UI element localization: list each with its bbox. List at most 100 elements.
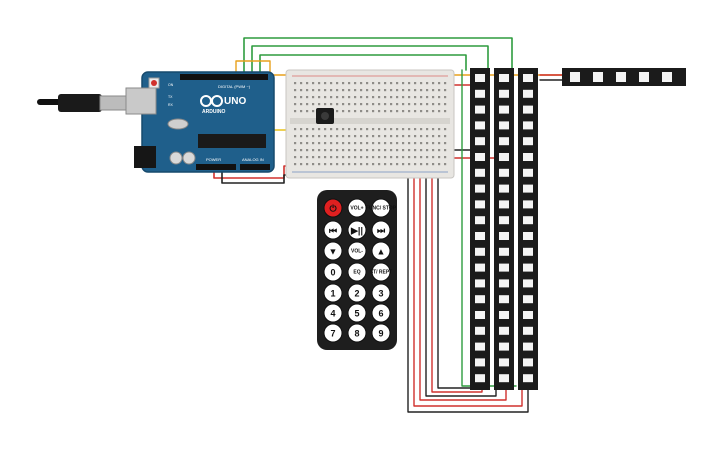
remote-button-label: ST/ REPT: [370, 270, 393, 276]
led-pixel: [523, 184, 533, 193]
arduino-uno-board[interactable]: UNO ARDUINO DIGITAL (PWM ~) POWER ANALOG…: [125, 71, 275, 173]
remote-button-power[interactable]: ⏻: [323, 198, 343, 218]
led-pixel: [499, 168, 509, 177]
down-icon: ▼: [329, 247, 338, 257]
remote-button-up[interactable]: ▲: [371, 241, 391, 261]
on-led-label: ON: [168, 83, 174, 87]
led-pixel: [499, 247, 509, 256]
ir-remote[interactable]: ⏻ VOL+FUNC/ STOP ⏮ ▶||⏭ ▼ VOL- ▲ 0 EQ ST/ REPT 1 2 3…: [317, 190, 397, 350]
led-pixel: [499, 358, 509, 367]
remote-button-3[interactable]: 3: [371, 283, 391, 303]
analog-header-label: ANALOG IN: [242, 157, 264, 162]
led-pixel: [475, 200, 485, 209]
led-pixel: [523, 121, 533, 130]
led-pixel: [475, 326, 485, 335]
power-icon: ⏻: [329, 204, 337, 214]
led-pixel: [475, 184, 485, 193]
led-strip-vertical-2[interactable]: [494, 68, 514, 390]
remote-button-4[interactable]: 4: [323, 303, 343, 323]
digital-header-label: DIGITAL (PWM ~): [218, 84, 251, 89]
remote-button-eq[interactable]: EQ: [347, 262, 367, 282]
remote-button-label: VOL-: [351, 249, 363, 255]
led-pixel: [499, 263, 509, 272]
arduino-logo: [200, 95, 223, 107]
loop-red-3: [431, 167, 483, 393]
led-pixel: [523, 153, 533, 161]
remote-button-label: EQ: [353, 270, 360, 276]
led-pixel: [475, 74, 485, 82]
remote-button-label: 7: [330, 329, 335, 339]
up-icon: ▲: [377, 247, 386, 257]
rx-led-label: RX: [168, 103, 174, 107]
board-model: UNO: [224, 96, 246, 107]
led-pixel: [499, 74, 509, 82]
remote-button-func-stop[interactable]: FUNC/ STOP: [366, 198, 397, 218]
loop-red-1: [413, 161, 523, 407]
led-pixel: [475, 153, 485, 161]
led-pixel: [499, 311, 509, 319]
remote-button-7[interactable]: 7: [323, 323, 343, 343]
remote-button-play-pause[interactable]: ▶||: [347, 220, 367, 240]
remote-button-vol-[interactable]: VOL-: [347, 241, 367, 261]
remote-button-label: 2: [354, 289, 359, 299]
led-pixel: [639, 72, 649, 82]
led-pixel: [523, 358, 533, 367]
remote-button-st-rept[interactable]: ST/ REPT: [370, 262, 393, 282]
remote-buttons: ⏻ VOL+FUNC/ STOP ⏮ ▶||⏭ ▼ VOL- ▲ 0 EQ ST/ REPT 1 2 3…: [323, 198, 397, 343]
remote-button-9[interactable]: 9: [371, 323, 391, 343]
led-pixel: [523, 89, 533, 98]
remote-button-0[interactable]: 0: [323, 262, 343, 282]
led-strip-vertical-3[interactable]: [518, 68, 538, 390]
remote-button-label: 9: [378, 329, 383, 339]
breadboard[interactable]: [285, 69, 455, 179]
remote-button-fast-forward[interactable]: ⏭: [371, 220, 391, 240]
remote-button-6[interactable]: 6: [371, 303, 391, 323]
led-pixel: [475, 168, 485, 177]
remote-button-label: VOL+: [350, 206, 363, 212]
led-pixel: [523, 263, 533, 272]
led-pixel: [475, 374, 485, 383]
remote-button-8[interactable]: 8: [347, 323, 367, 343]
led-pixel: [499, 374, 509, 383]
remote-button-rewind[interactable]: ⏮: [323, 220, 343, 240]
led-pixel: [523, 326, 533, 335]
led-pixel: [499, 342, 509, 351]
digital-header: [180, 74, 268, 80]
remote-button-5[interactable]: 5: [347, 303, 367, 323]
breadboard-holes: [294, 82, 447, 166]
led-pixel: [523, 74, 533, 82]
loop-black-1: [407, 159, 529, 413]
remote-button-1[interactable]: 1: [323, 283, 343, 303]
remote-button-label: 3: [378, 289, 383, 299]
remote-button-2[interactable]: 2: [347, 283, 367, 303]
rewind-icon: ⏮: [329, 226, 337, 236]
led-pixel: [523, 374, 533, 383]
led-strip-vertical-1[interactable]: [470, 68, 490, 390]
green-wire-2: [251, 45, 489, 79]
remote-button-vol-[interactable]: VOL+: [347, 198, 367, 218]
led-pixel: [475, 263, 485, 272]
ir-receiver[interactable]: [316, 108, 334, 124]
led-pixel: [499, 232, 509, 240]
usb-plug: [58, 94, 131, 112]
led-pixel: [523, 105, 533, 114]
led-strip-horizontal[interactable]: [562, 68, 686, 86]
loop-red-2: [419, 163, 507, 401]
remote-button-label: 4: [330, 309, 335, 319]
led-pixel: [499, 121, 509, 130]
remote-button-label: 0: [330, 268, 335, 278]
remote-button-down[interactable]: ▼: [323, 241, 343, 261]
led-pixel: [475, 358, 485, 367]
led-strips-vertical: [470, 68, 538, 390]
led-pixel: [523, 137, 533, 146]
led-pixel: [475, 279, 485, 288]
led-pixel: [475, 232, 485, 240]
led-pixel: [523, 279, 533, 288]
led-pixel: [523, 311, 533, 319]
led-pixel: [475, 105, 485, 114]
green-wire-3: [259, 54, 467, 79]
remote-button-label: FUNC/ STOP: [366, 206, 397, 212]
led-pixel: [475, 89, 485, 98]
led-pixel: [499, 153, 509, 161]
